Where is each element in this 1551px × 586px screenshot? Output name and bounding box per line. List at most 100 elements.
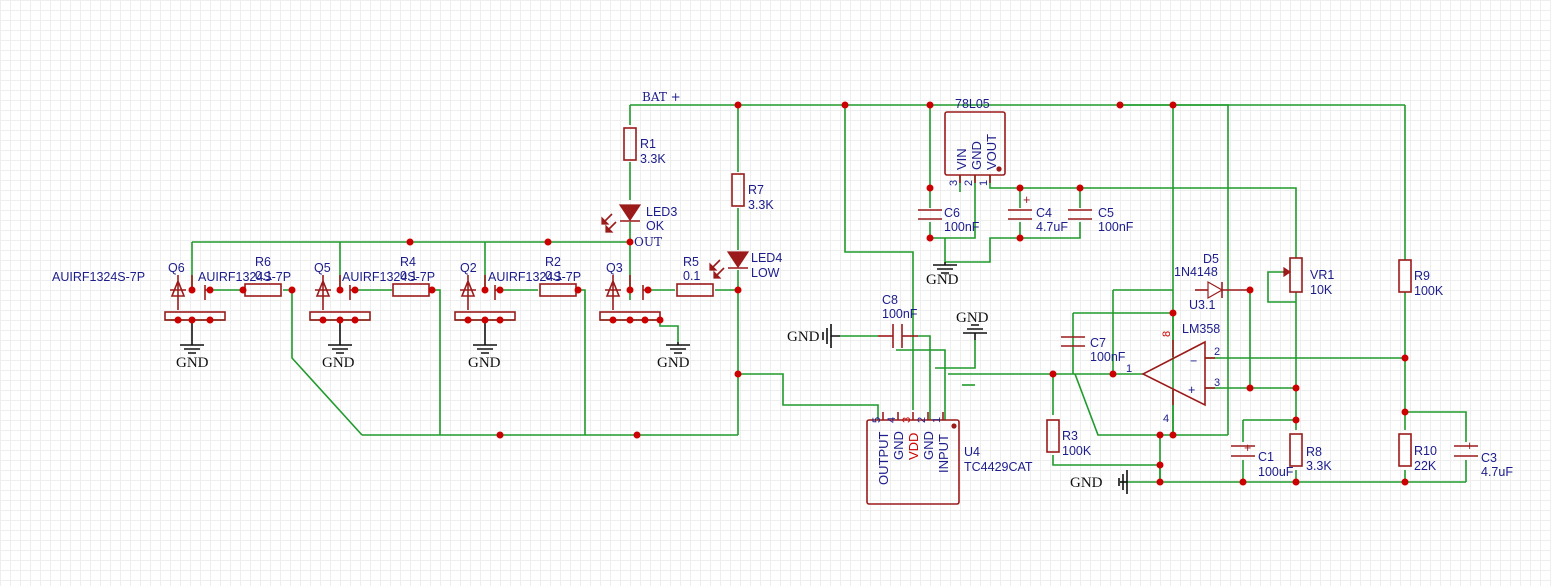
q5-ref: Q5 bbox=[314, 261, 331, 275]
gnd-symbols: GND GND GND GND GND GND GND GND bbox=[176, 262, 1128, 494]
mosfet-q5: Q5 AUIRF1324S-7P bbox=[198, 261, 371, 321]
resistor-r9: R9 100K bbox=[1398, 259, 1444, 298]
capacitor-c8: C8 100nF bbox=[878, 293, 918, 348]
c5-value: 100nF bbox=[1098, 220, 1134, 234]
vr1-ref: VR1 bbox=[1310, 268, 1334, 282]
capacitor-c5: C5 100nF bbox=[1068, 206, 1134, 234]
r2-ref: R2 bbox=[545, 255, 561, 269]
c1-value: 100uF bbox=[1258, 465, 1294, 479]
wire-d5-cathode bbox=[1120, 104, 1229, 435]
svg-text:2: 2 bbox=[1214, 346, 1220, 358]
opamp-ref: U3.1 bbox=[1189, 298, 1215, 312]
r4-ref: R4 bbox=[400, 255, 416, 269]
svg-text:GND: GND bbox=[956, 310, 989, 326]
c8-ref: C8 bbox=[882, 293, 898, 307]
r9-value: 100K bbox=[1414, 284, 1444, 298]
capacitor-c4: + C4 4.7uF bbox=[1008, 193, 1068, 234]
svg-text:+: + bbox=[1466, 439, 1473, 453]
c4-ref: C4 bbox=[1036, 206, 1052, 220]
resistor-r10: R10 22K bbox=[1398, 433, 1437, 473]
svg-text:GND: GND bbox=[322, 355, 355, 371]
vr1-value: 10K bbox=[1310, 283, 1333, 297]
svg-text:OUTPUT: OUTPUT bbox=[876, 432, 891, 486]
gnd-regulator: GND bbox=[926, 262, 959, 288]
svg-text:INPUT: INPUT bbox=[936, 434, 951, 473]
net-out-label: OUT bbox=[634, 235, 662, 249]
svg-text:GND: GND bbox=[1070, 475, 1103, 491]
svg-text:GND: GND bbox=[926, 272, 959, 288]
r4-value: 0.1 bbox=[400, 269, 417, 283]
svg-text:VDD: VDD bbox=[906, 433, 921, 460]
driver-part: TC4429CAT bbox=[964, 460, 1033, 474]
r1-ref: R1 bbox=[640, 137, 656, 151]
junctions bbox=[174, 101, 1409, 486]
r7-ref: R7 bbox=[748, 183, 764, 197]
svg-text:2: 2 bbox=[963, 180, 975, 186]
resistor-r4: R4 0.1 bbox=[392, 255, 430, 297]
svg-text:3: 3 bbox=[948, 180, 960, 186]
capacitor-c3: + C3 4.7uF bbox=[1454, 439, 1513, 479]
r3-value: 100K bbox=[1062, 444, 1092, 458]
led3: LED3 OK OUT bbox=[601, 204, 677, 249]
resistor-r8: R8 3.3K bbox=[1289, 433, 1332, 473]
svg-text:2: 2 bbox=[916, 417, 928, 423]
svg-text:GND: GND bbox=[176, 355, 209, 371]
svg-text:GND: GND bbox=[891, 431, 906, 460]
q3-part-near: AUIRF1324S-7P bbox=[488, 270, 581, 284]
svg-text:GND: GND bbox=[468, 355, 501, 371]
c3-value: 4.7uF bbox=[1481, 465, 1513, 479]
svg-text:1: 1 bbox=[1126, 363, 1132, 375]
gnd-driver: GND bbox=[956, 310, 989, 340]
led4-value: LOW bbox=[751, 266, 780, 280]
r5-value: 0.1 bbox=[683, 269, 700, 283]
led3-ref: LED3 bbox=[646, 205, 677, 219]
gnd-bottom: GND bbox=[1070, 470, 1128, 494]
opamp-part: LM358 bbox=[1182, 322, 1220, 336]
svg-text:1: 1 bbox=[931, 417, 943, 423]
capacitor-c1: + C1 100uF bbox=[1231, 441, 1294, 479]
r1-value: 3.3K bbox=[640, 152, 666, 166]
q5-part-near: AUIRF1324S-7P bbox=[198, 270, 291, 284]
d5-value: 1N4148 bbox=[1174, 265, 1218, 279]
capacitor-c7: C7 100nF bbox=[1061, 336, 1126, 364]
r10-ref: R10 bbox=[1414, 444, 1437, 458]
svg-text:+: + bbox=[1023, 193, 1030, 207]
pot-vr1: VR1 10K bbox=[1283, 257, 1334, 297]
r5-ref: R5 bbox=[683, 255, 699, 269]
r10-value: 22K bbox=[1414, 459, 1437, 473]
svg-text:3: 3 bbox=[901, 417, 913, 423]
opamp-minus: − bbox=[1190, 354, 1197, 368]
resistor-r1: R1 3.3K bbox=[623, 127, 666, 166]
q2-part-near: AUIRF1324S-7P bbox=[342, 270, 435, 284]
svg-text:5: 5 bbox=[871, 417, 883, 423]
resistor-r6: R6 0.1 bbox=[244, 255, 282, 297]
svg-text:+: + bbox=[1244, 441, 1251, 455]
gnd-q6: GND bbox=[176, 320, 209, 371]
resistor-r3: R3 100K bbox=[1046, 419, 1092, 458]
svg-text:4: 4 bbox=[1163, 413, 1169, 425]
resistor-r7: R7 3.3K bbox=[731, 173, 774, 212]
q3-ref: Q3 bbox=[606, 261, 623, 275]
led4-ref: LED4 bbox=[751, 251, 782, 265]
r8-ref: R8 bbox=[1306, 445, 1322, 459]
diode-d5: D5 1N4148 bbox=[1174, 252, 1250, 300]
q2-ref: Q2 bbox=[460, 261, 477, 275]
svg-text:3: 3 bbox=[1214, 377, 1220, 389]
c6-ref: C6 bbox=[944, 206, 960, 220]
r9-ref: R9 bbox=[1414, 269, 1430, 283]
reg-part: 78L05 bbox=[955, 97, 990, 111]
wires bbox=[165, 104, 1467, 483]
regulator-78l05: VIN GND VOUT 3 2 1 78L05 bbox=[944, 97, 1006, 186]
reg-vout: VOUT bbox=[984, 134, 999, 170]
c4-value: 4.7uF bbox=[1036, 220, 1068, 234]
svg-text:GND: GND bbox=[921, 431, 936, 460]
c1-ref: C1 bbox=[1258, 450, 1274, 464]
r7-value: 3.3K bbox=[748, 198, 774, 212]
driver-tc4429: 5 4 3 2 1 OUTPUT GND VDD GND INPUT U4 TC… bbox=[866, 412, 1033, 505]
r8-value: 3.3K bbox=[1306, 459, 1332, 473]
gnd-q2: GND bbox=[468, 320, 501, 371]
c7-ref: C7 bbox=[1090, 336, 1106, 350]
svg-text:4: 4 bbox=[886, 417, 898, 423]
